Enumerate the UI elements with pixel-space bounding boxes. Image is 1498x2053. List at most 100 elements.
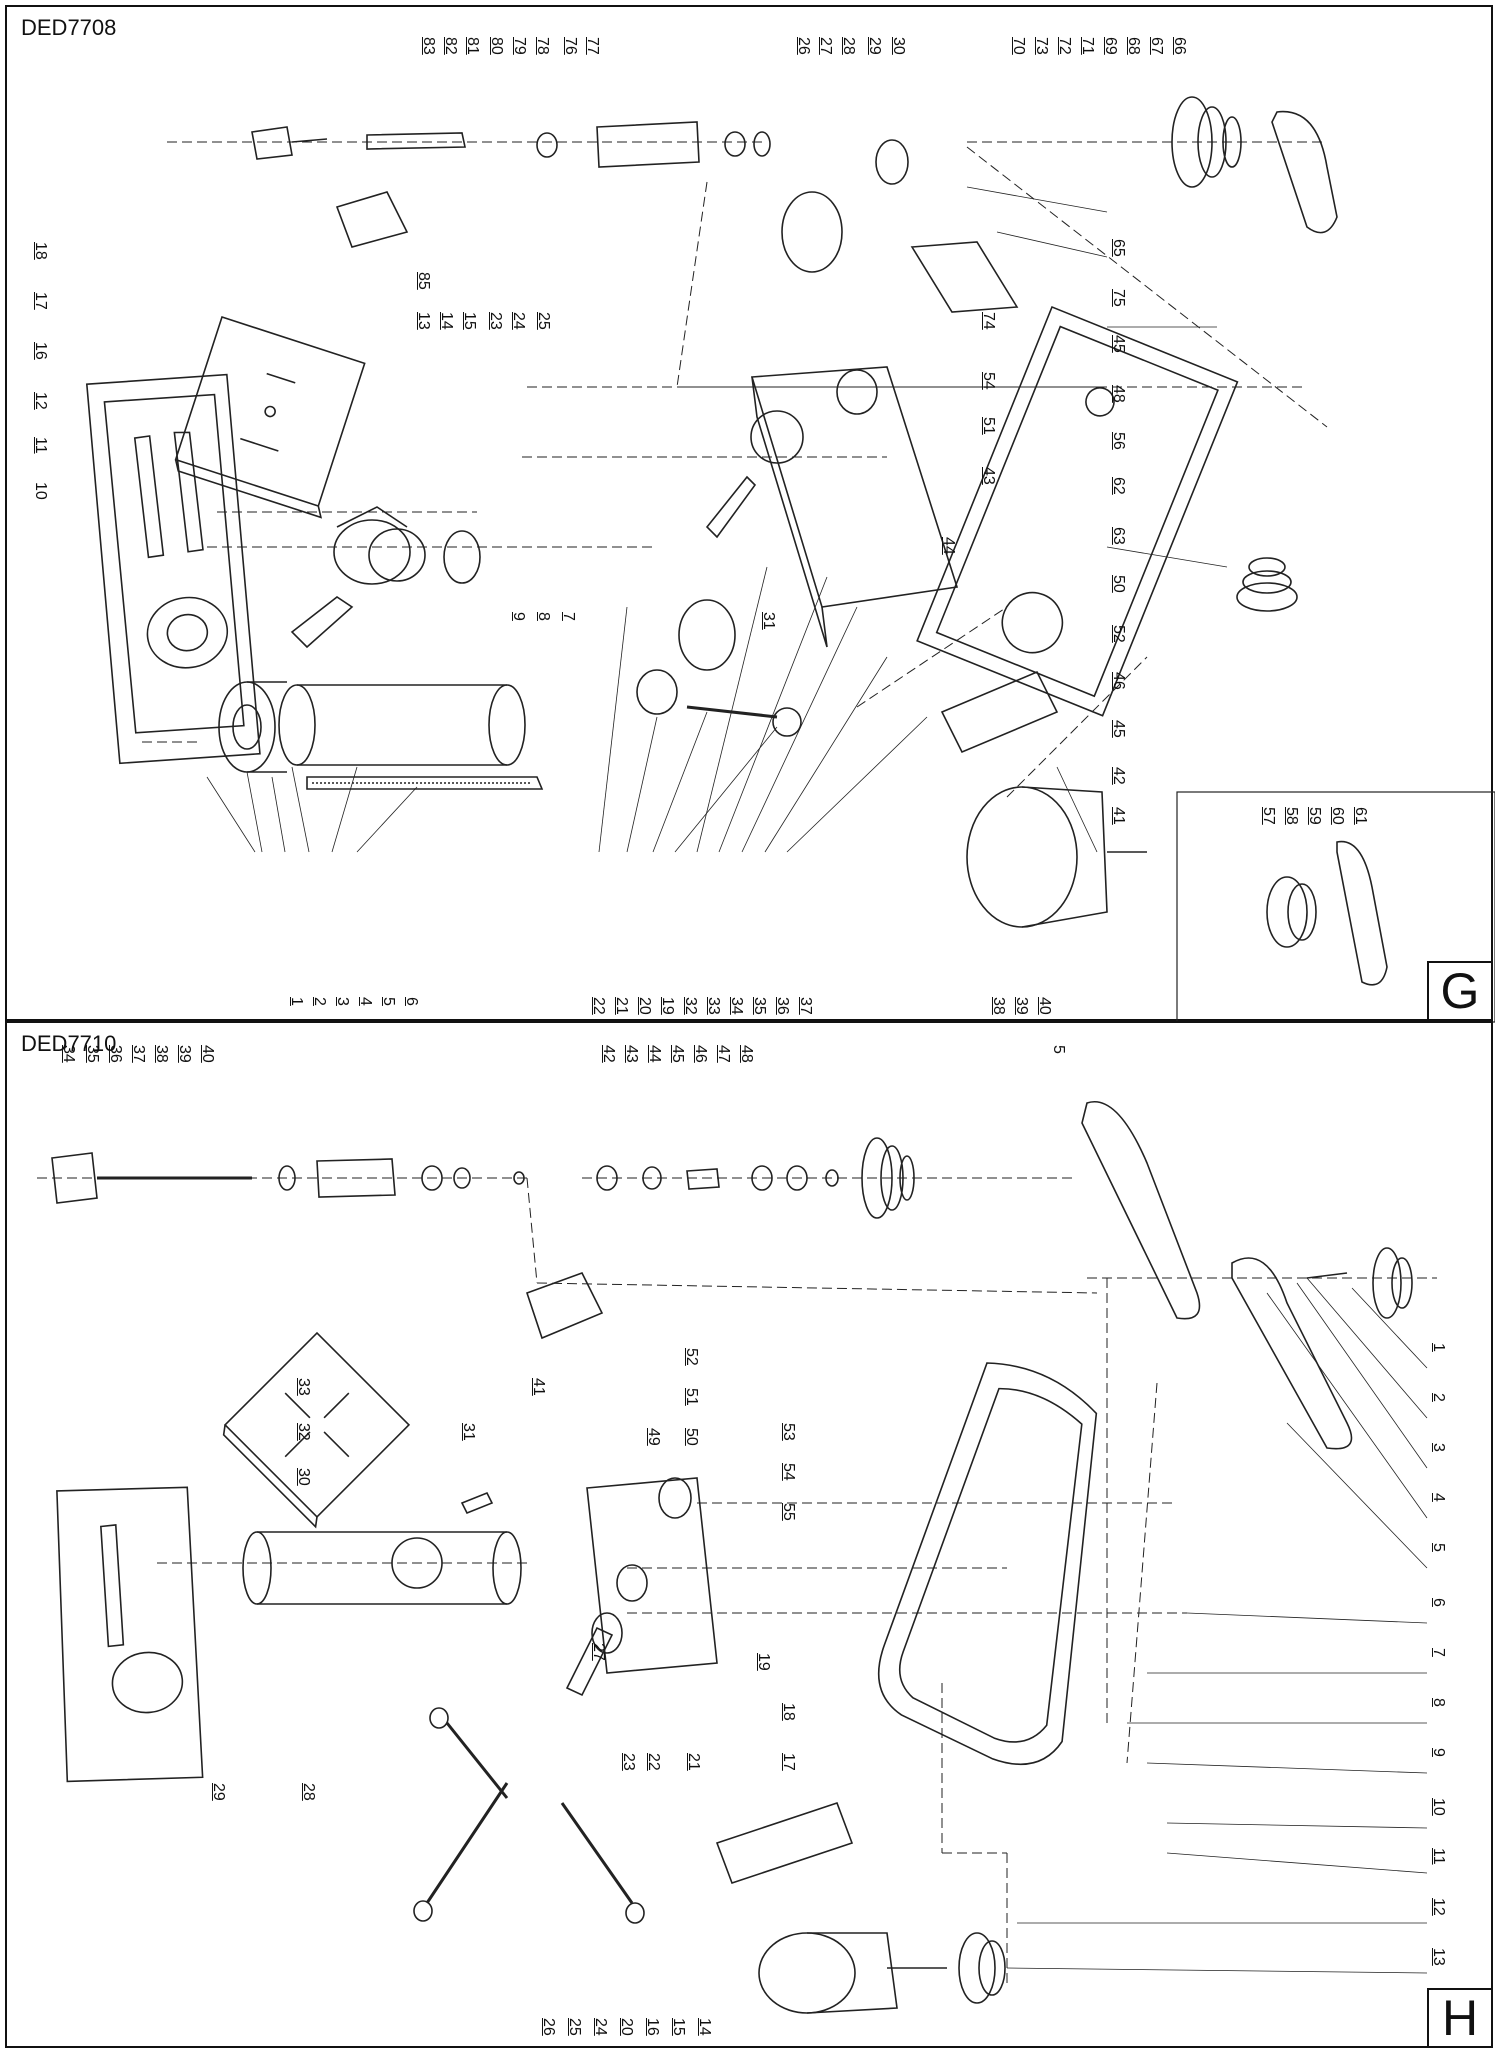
base-plate: [85, 373, 261, 765]
part-label: 85: [415, 272, 432, 290]
assembly-axis-lines: [37, 1177, 1437, 1983]
part-label: 7: [560, 612, 577, 621]
part-label: 10: [1430, 1798, 1447, 1816]
drill-chuck: [51, 1152, 252, 1204]
part-label: 11: [32, 437, 49, 454]
part-label: 73: [1033, 37, 1050, 55]
part-label: 16: [32, 342, 49, 360]
part-label: 60: [1329, 807, 1346, 825]
circlip: [753, 131, 771, 157]
part-label: 71: [1079, 37, 1096, 55]
inset-pulley: [1266, 876, 1317, 948]
part-label: 13: [1430, 1948, 1447, 1966]
part-label: 40: [199, 1045, 216, 1063]
part-label: 49: [645, 1428, 662, 1446]
part-label: 52: [683, 1348, 700, 1366]
spindle-pulley: [1171, 96, 1242, 188]
quill: [316, 1158, 396, 1198]
part-label: 46: [692, 1045, 709, 1063]
part-label: 40: [1036, 997, 1053, 1015]
handle-knob: [429, 1707, 449, 1729]
part-label: 15: [670, 2018, 687, 2036]
part-label: 34: [60, 1045, 77, 1063]
inset-belt: [1336, 840, 1388, 986]
return-spring: [781, 191, 843, 273]
part-label: 57: [1260, 807, 1277, 825]
arbor: [366, 132, 466, 150]
motor: [966, 786, 1147, 928]
part-label: 28: [840, 37, 857, 55]
leader-lines: [1006, 1277, 1428, 1974]
part-label: 45: [1110, 720, 1127, 738]
part-label: 26: [795, 37, 812, 55]
part-label: 9: [510, 612, 527, 621]
part-label: 23: [487, 312, 504, 330]
part-label: 48: [738, 1045, 755, 1063]
part-label: 51: [980, 417, 997, 435]
handle-knob: [413, 1900, 433, 1922]
part-label: 31: [760, 612, 777, 630]
part-label: 63: [1110, 527, 1127, 545]
exploded-drawing-g: [85, 96, 1495, 1023]
bearing-top: [724, 131, 746, 157]
handle-ball: [772, 707, 802, 737]
motor-pulley: [958, 1932, 1006, 2004]
part-label: 39: [176, 1045, 193, 1063]
part-label: 37: [797, 997, 814, 1015]
belt-guard: [916, 305, 1239, 717]
part-label: 38: [153, 1045, 170, 1063]
part-label: 8: [535, 612, 552, 621]
chuck-guard: [525, 1272, 604, 1340]
part-label: 16: [644, 2018, 661, 2036]
column-tube: [278, 684, 526, 766]
part-label: 69: [1102, 37, 1119, 55]
motor-pulley: [1236, 557, 1298, 612]
v-belt: [1271, 110, 1338, 234]
part-label: 17: [780, 1753, 797, 1771]
table-bracket: [333, 506, 426, 585]
handle-arm: [560, 1802, 634, 1904]
handle-knob: [625, 1902, 645, 1924]
part-label: 45: [1110, 335, 1127, 353]
part-label: 59: [1306, 807, 1323, 825]
part-label: 15: [461, 312, 478, 330]
part-label: 36: [774, 997, 791, 1015]
bearing: [536, 132, 558, 158]
part-label: 30: [890, 37, 907, 55]
part-label: 30: [295, 1468, 312, 1486]
part-label: 43: [980, 467, 997, 485]
part-label: 45: [669, 1045, 686, 1063]
part-label: 58: [1283, 807, 1300, 825]
part-label: 20: [636, 997, 653, 1015]
part-label: 50: [1110, 575, 1127, 593]
part-label: 18: [780, 1703, 797, 1721]
handle-arm: [445, 1722, 509, 1799]
rack: [306, 776, 544, 790]
part-label: 29: [866, 37, 883, 55]
nut: [875, 139, 909, 185]
part-label: 48: [1110, 385, 1127, 403]
part-label: 52: [1110, 625, 1127, 643]
part-label: 35: [84, 1045, 101, 1063]
part-label: 80: [488, 37, 505, 55]
bearing-2: [453, 1167, 471, 1189]
feed-handle: [686, 705, 778, 719]
part-label: 35: [751, 997, 768, 1015]
section-letter: G: [1427, 961, 1491, 1019]
part-label: 79: [511, 37, 528, 55]
part-label: 76: [562, 37, 579, 55]
part-label: 12: [1430, 1898, 1447, 1916]
part-label: 27: [590, 1643, 607, 1661]
feed-hub: [678, 599, 736, 671]
part-label: 26: [540, 2018, 557, 2036]
part-label: 14: [696, 2018, 713, 2036]
clamp-lever: [460, 1491, 494, 1515]
part-label: 24: [592, 2018, 609, 2036]
part-label: 12: [32, 392, 49, 410]
v-belt-short: [1231, 1257, 1353, 1450]
part-label: 66: [1171, 37, 1188, 55]
part-label: 21: [685, 1753, 702, 1771]
part-label: 50: [683, 1428, 700, 1446]
part-label: 2: [311, 997, 328, 1006]
part-label: 13: [415, 312, 432, 330]
